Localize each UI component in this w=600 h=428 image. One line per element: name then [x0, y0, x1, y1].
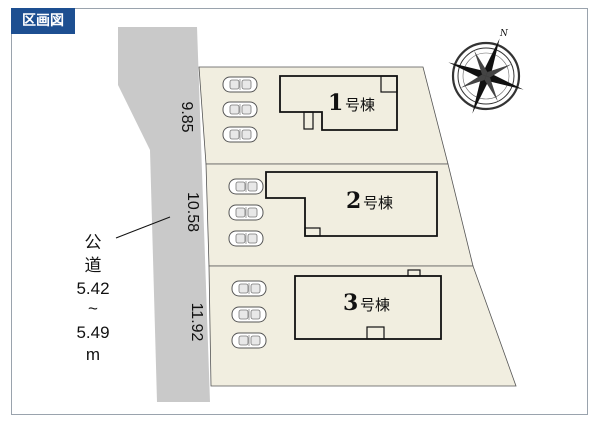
frontage-lot-3: 11.92: [188, 303, 205, 342]
compass-north-label: N: [499, 29, 509, 39]
parking-car-icon: [228, 178, 264, 195]
parking-car-icon: [228, 204, 264, 221]
parking-car-icon: [222, 126, 258, 143]
parking-car-icon: [222, 101, 258, 118]
frontage-lot-2: 10.58: [184, 192, 201, 232]
building-2-number: 2: [346, 188, 361, 214]
compass-rose-icon: N: [448, 29, 524, 114]
parking-car-icon: [231, 306, 267, 323]
building-1-suffix: 号棟: [345, 96, 375, 114]
building-1-number: 1: [328, 90, 343, 116]
svg-text:公: 公: [85, 233, 102, 252]
building-1: 1 号棟: [279, 75, 398, 131]
road-label: 公 道 5.42 ~ 5.49 m: [76, 233, 109, 364]
road-label-leader: [115, 216, 171, 239]
header-tab: 区画図: [11, 8, 75, 34]
building-3: 3 号棟: [294, 269, 442, 340]
parking-car-icon: [228, 230, 264, 247]
svg-text:5.49: 5.49: [76, 323, 109, 342]
svg-text:m: m: [86, 345, 100, 364]
building-3-number: 3: [343, 290, 358, 316]
svg-text:5.42: 5.42: [76, 279, 109, 298]
frontage-lot-1: 9.85: [178, 101, 195, 132]
svg-text:道: 道: [85, 256, 102, 275]
parking-car-icon: [222, 76, 258, 93]
svg-text:~: ~: [88, 299, 98, 318]
building-2-suffix: 号棟: [363, 194, 393, 212]
parking-car-icon: [231, 332, 267, 349]
parking-car-icon: [231, 280, 267, 297]
public-road: [118, 27, 210, 402]
building-2: 2 号棟: [265, 171, 438, 237]
lot-3: [208, 265, 517, 387]
building-3-suffix: 号棟: [360, 296, 390, 314]
